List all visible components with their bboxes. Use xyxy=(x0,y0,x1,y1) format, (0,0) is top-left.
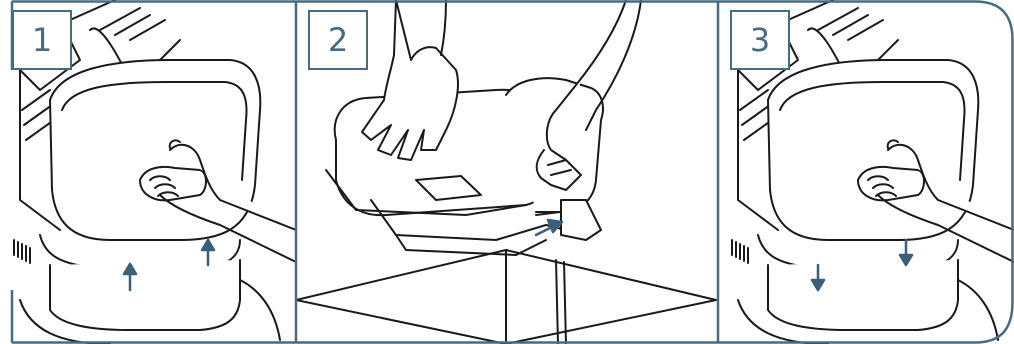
step-number-badge: 2 xyxy=(308,10,368,70)
step-1-panel: 1 xyxy=(0,0,296,344)
step-3-panel: 3 xyxy=(718,0,1014,344)
step-2-panel: 2 xyxy=(296,0,718,344)
step-number-badge: 1 xyxy=(12,10,72,70)
step-number-badge: 3 xyxy=(730,10,790,70)
